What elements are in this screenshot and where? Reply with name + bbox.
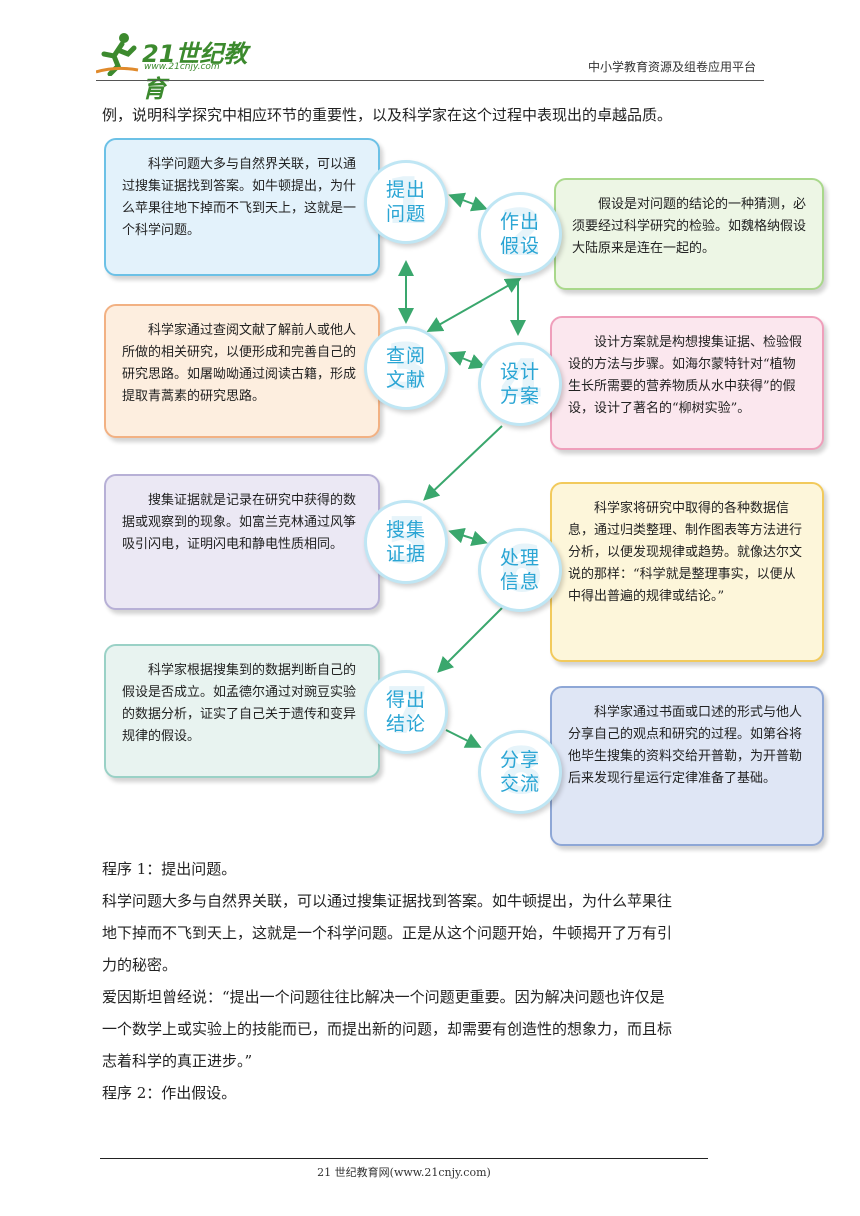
step-label: 分享交流	[499, 749, 540, 795]
step-label: 作出假设	[499, 211, 540, 257]
einstein-quote-line-1: 爱因斯坦曾经说：“提出一个问题往往比解决一个问题更重要。因为解决问题也许仅是	[102, 988, 665, 1006]
arrow-3-4	[448, 351, 486, 369]
step-number: 1	[385, 165, 430, 239]
step-label: 搜集证据	[385, 519, 426, 565]
header-divider	[96, 80, 764, 81]
arrow-1-2	[448, 192, 488, 212]
step-label: 提出问题	[385, 179, 426, 225]
runner-logo-icon	[95, 33, 139, 77]
step-number: 8	[499, 735, 544, 809]
step-label: 处理信息	[499, 547, 540, 593]
step-number: 5	[385, 505, 430, 579]
step-label: 得出结论	[385, 689, 426, 735]
body-text: 程序 1：提出问题。 科学问题大多与自然界关联，可以通过搜集证据找到答案。如牛顿…	[102, 856, 762, 1106]
arrow-5-6	[448, 527, 488, 547]
step-circle-7: 7 得出结论	[364, 670, 448, 754]
platform-name: 中小学教育资源及组卷应用平台	[587, 60, 756, 74]
step-circle-8: 8 分享交流	[478, 730, 562, 814]
procedure-1-line-3: 力的秘密。	[102, 956, 178, 974]
einstein-quote-line-3: 志着科学的真正进步。”	[102, 1052, 253, 1070]
step-circle-1: 1 提出问题	[364, 160, 448, 244]
step-circle-4: 4 设计方案	[478, 342, 562, 426]
procedure-2-heading: 程序 2：作出假设。	[102, 1084, 237, 1102]
box-make-hypothesis: 假设是对问题的结论的一种猜测，必须要经过科学研究的检验。如魏格纳假设大陆原来是连…	[554, 178, 824, 290]
box-draw-conclusion: 科学家根据搜集到的数据判断自己的假设是否成立。如孟德尔通过对豌豆实验的数据分析，…	[104, 644, 380, 778]
step-number: 3	[385, 331, 430, 405]
footer-divider	[100, 1158, 708, 1159]
science-inquiry-diagram: 科学问题大多与自然界关联，可以通过搜集证据找到答案。如牛顿提出，为什么苹果往地下…	[100, 136, 832, 852]
step-label: 设计方案	[499, 361, 540, 407]
page-header: 21世纪教育 www.21cnjy.com 中小学教育资源及组卷应用平台	[95, 30, 760, 103]
step-circle-2: 2 作出假设	[478, 192, 562, 276]
step-circle-5: 5 搜集证据	[364, 500, 448, 584]
site-logo[interactable]: 21世纪教育 www.21cnjy.com	[95, 30, 266, 103]
step-number: 7	[385, 675, 430, 749]
logo-text: 21世纪教育	[142, 40, 248, 103]
box-review-literature: 科学家通过查阅文献了解前人或他人所做的相关研究，以便形成和完善自己的研究思路。如…	[104, 304, 380, 438]
step-label: 查阅文献	[385, 345, 426, 391]
step-number: 4	[499, 347, 544, 421]
step-number: 6	[499, 533, 544, 607]
arrow-6-7	[437, 607, 503, 673]
arrow-7-8	[445, 729, 482, 748]
procedure-1-line-2: 地下掉而不飞到天上，这就是一个科学问题。正是从这个问题开始，牛顿揭开了万有引	[102, 924, 673, 942]
step-circle-6: 6 处理信息	[478, 528, 562, 612]
box-design-plan: 设计方案就是构想搜集证据、检验假设的方法与步骤。如海尔蒙特针对“植物生长所需要的…	[550, 316, 824, 450]
flow-arrows	[398, 192, 526, 748]
procedure-1-heading: 程序 1：提出问题。	[102, 860, 237, 878]
intro-text: 例，说明科学探究中相应环节的重要性，以及科学家在这个过程中表现出的卓越品质。	[102, 106, 673, 124]
step-number: 2	[499, 197, 544, 271]
intro-paragraph: 例，说明科学探究中相应环节的重要性，以及科学家在这个过程中表现出的卓越品质。	[102, 102, 762, 128]
box-share-communicate: 科学家通过书面或口述的形式与他人分享自己的观点和研究的过程。如第谷将他毕生搜集的…	[550, 686, 824, 846]
einstein-quote-line-2: 一个数学上或实验上的技能而已，而提出新的问题，却需要有创造性的想象力，而且标	[102, 1020, 673, 1038]
procedure-1-line-1: 科学问题大多与自然界关联，可以通过搜集证据找到答案。如牛顿提出，为什么苹果往	[102, 892, 673, 910]
arrow-4-5	[423, 425, 503, 501]
arrow-2-3	[426, 278, 522, 332]
box-raise-question: 科学问题大多与自然界关联，可以通过搜集证据找到答案。如牛顿提出，为什么苹果往地下…	[104, 138, 380, 276]
page-footer[interactable]: 21 世纪教育网(www.21cnjy.com)	[317, 1166, 491, 1179]
box-collect-evidence: 搜集证据就是记录在研究中获得的数据或观察到的现象。如富兰克林通过风筝吸引闪电，证…	[104, 474, 380, 610]
box-process-information: 科学家将研究中取得的各种数据信息，通过归类整理、制作图表等方法进行分析，以便发现…	[550, 482, 824, 662]
step-circle-3: 3 查阅文献	[364, 326, 448, 410]
logo-url: www.21cnjy.com	[144, 62, 220, 72]
